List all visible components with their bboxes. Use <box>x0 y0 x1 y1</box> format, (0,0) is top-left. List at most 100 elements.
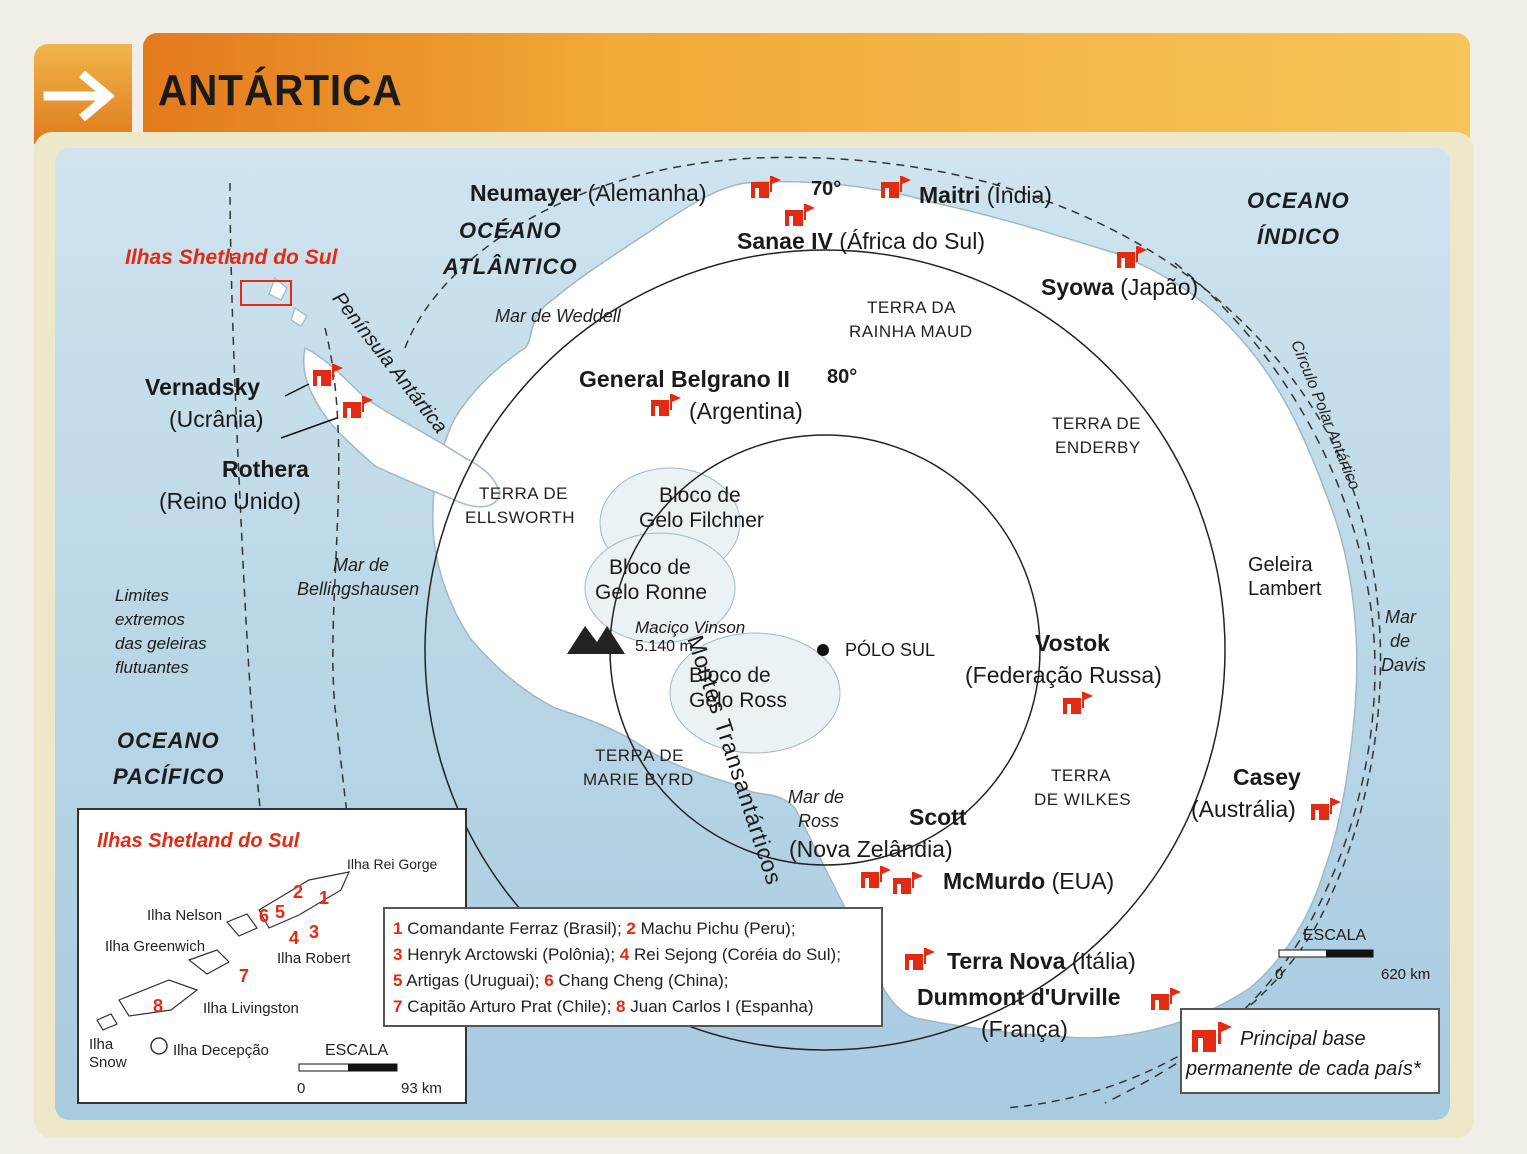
inset-num-1: 1 <box>319 888 330 908</box>
base-belgrano: General Belgrano II <box>579 366 790 392</box>
base-markers <box>313 176 1341 1010</box>
main-scale-max: 620 km <box>1381 966 1431 983</box>
inset-scale-max: 93 km <box>401 1080 442 1097</box>
island-group <box>268 276 308 327</box>
inset-scale-label: ESCALA <box>325 1042 389 1059</box>
latitude-80: 80° <box>827 366 858 388</box>
base-casey-country: (Austrália) <box>1191 796 1296 822</box>
inset-shetland: Ilhas Shetland do Sul Ilha Rei Gorge Ilh… <box>77 808 467 1104</box>
ice-ronne-1: Bloco de <box>609 556 691 579</box>
sea-davis-3: Davis <box>1381 655 1427 675</box>
sea-bellingshausen-1: Mar de <box>333 555 390 575</box>
limits-line-2: extremos <box>115 610 185 629</box>
inset-snow-2: Snow <box>89 1054 127 1071</box>
latitude-70: 70° <box>811 178 842 200</box>
ocean-atlantic-1: OCÉANO <box>459 218 562 243</box>
legend-row-1: 1 Comandante Ferraz (Brasil); 2 Machu Pi… <box>393 919 796 938</box>
ocean-pacific-1: OCEANO <box>117 728 220 753</box>
inset-robert: Ilha Robert <box>277 950 351 967</box>
legend-row-3: 5 Artigas (Uruguai); 6 Chang Cheng (Chin… <box>393 971 729 990</box>
vinson-massif: Maciço Vinson <box>635 618 746 637</box>
base-syowa: Syowa (Japão) <box>1041 274 1199 300</box>
south-pole-label: PÓLO SUL <box>845 640 936 660</box>
ocean-atlantic-2: ATLÂNTICO <box>443 254 578 279</box>
inset-deception: Ilha Decepção <box>173 1042 269 1059</box>
ice-ronne-2: Gelo Ronne <box>595 581 708 604</box>
base-rothera: Rothera <box>222 456 309 482</box>
region-enderby-2: ENDERBY <box>1055 438 1141 457</box>
region-marie-byrd-2: MARIE BYRD <box>583 770 694 789</box>
region-wilkes-2: DE WILKES <box>1034 790 1132 809</box>
base-vostok-country: (Federação Russa) <box>965 662 1162 688</box>
shetland-highlight <box>240 280 292 306</box>
inset-livingston: Ilha Livingston <box>203 1000 299 1017</box>
base-belgrano-country: (Argentina) <box>689 398 803 424</box>
continent-ice <box>431 180 1358 1039</box>
base-mcmurdo: McMurdo (EUA) <box>943 868 1115 894</box>
inset-num-8: 8 <box>153 996 164 1016</box>
circle-70 <box>424 249 1226 1051</box>
region-wilkes-1: TERRA <box>1051 766 1112 785</box>
base-dumont: Dummont d'Urville <box>917 984 1121 1010</box>
ice-ross-1: Bloco de <box>689 664 771 687</box>
legend-row-2: 3 Henryk Arctowski (Polônia); 4 Rei Sejo… <box>393 945 841 964</box>
limits-line-4: flutuantes <box>115 658 189 677</box>
header-arrow-tab <box>34 44 132 144</box>
vinson-height: 5.140 m <box>635 638 693 655</box>
sea-weddell: Mar de Weddell <box>495 306 621 326</box>
shetland-label: Ilhas Shetland do Sul <box>125 246 338 269</box>
main-scale-bar <box>1278 949 1374 958</box>
region-marie-byrd-1: TERRA DE <box>595 746 685 765</box>
stations-legend: 1 Comandante Ferraz (Brasil); 2 Machu Pi… <box>383 907 883 1027</box>
key-line-1: Principal base <box>1240 1028 1366 1050</box>
header-bar <box>143 33 1470 141</box>
sea-bellingshausen-2: Bellingshausen <box>297 579 420 599</box>
inset-num-5: 5 <box>275 902 286 922</box>
base-scott-country: (Nova Zelândia) <box>789 836 953 862</box>
base-neumayer: Neumayer (Alemanha) <box>470 180 707 206</box>
map-key: Principal base permanente de cada país* <box>1180 1008 1440 1094</box>
region-maud-1: TERRA DA <box>867 298 957 317</box>
base-flag-icon <box>1192 1022 1232 1052</box>
ocean-indian-2: ÍNDICO <box>1257 224 1340 249</box>
inset-snow-1: Ilha <box>89 1036 114 1053</box>
inset-nelson: Ilha Nelson <box>147 907 223 924</box>
inset-num-2: 2 <box>293 882 304 902</box>
region-maud-2: RAINHA MAUD <box>849 322 973 341</box>
limits-line-1: Limites <box>115 586 169 605</box>
key-line-2: permanente de cada país* <box>1186 1058 1421 1080</box>
inset-num-4: 4 <box>289 928 300 948</box>
lambert-glacier-1: Geleira <box>1248 554 1313 576</box>
ice-filchner-1: Bloco de <box>659 484 741 507</box>
base-scott: Scott <box>909 804 967 830</box>
limits-line-3: das geleiras <box>115 634 207 653</box>
sea-ross-1: Mar de <box>788 787 845 807</box>
inset-rei-gorge: Ilha Rei Gorge <box>347 856 438 872</box>
inset-num-7: 7 <box>239 966 250 986</box>
inset-title: Ilhas Shetland do Sul <box>97 830 300 852</box>
base-rothera-country: (Reino Unido) <box>159 488 301 514</box>
inset-num-6: 6 <box>259 906 270 926</box>
ocean-indian-1: OCEANO <box>1247 188 1350 213</box>
base-vernadsky-country: (Ucrânia) <box>169 406 264 432</box>
sea-davis-2: de <box>1390 631 1411 651</box>
region-ellsworth-1: TERRA DE <box>479 484 569 503</box>
inset-scale-zero: 0 <box>297 1080 306 1097</box>
legend-row-4: 7 Capitão Arturo Prat (Chile); 8 Juan Ca… <box>393 997 814 1016</box>
south-pole-dot <box>817 644 829 656</box>
inset-greenwich: Ilha Greenwich <box>105 938 206 955</box>
base-dumont-country: (França) <box>981 1016 1068 1042</box>
page-title: ANTÁRTICA <box>158 66 403 115</box>
region-ellsworth-2: ELLSWORTH <box>465 508 575 527</box>
inset-num-3: 3 <box>309 922 320 942</box>
base-casey: Casey <box>1233 764 1301 790</box>
base-vostok: Vostok <box>1035 630 1110 656</box>
ocean-pacific-2: PACÍFICO <box>113 764 225 789</box>
ice-ross-2: Gelo Ross <box>689 689 788 712</box>
antarctica-map <box>229 156 1382 1109</box>
main-scale-label: ESCALA <box>1303 927 1367 944</box>
inset-map <box>96 871 398 1072</box>
ice-filchner-2: Gelo Filchner <box>639 509 764 532</box>
lambert-glacier-2: Lambert <box>1248 578 1322 600</box>
